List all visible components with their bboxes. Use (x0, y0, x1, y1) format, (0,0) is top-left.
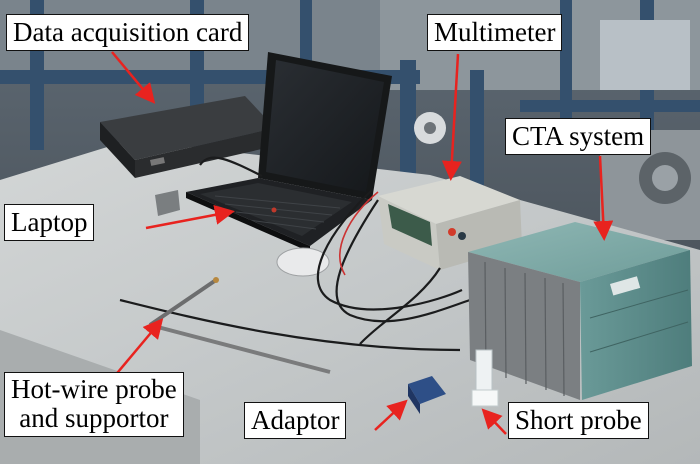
cta-system (468, 222, 692, 400)
usb-device (155, 190, 180, 216)
hot-wire-probe-and-support (148, 277, 331, 374)
label-multimeter: Multimeter (427, 14, 563, 52)
label-adaptor: Adaptor (244, 402, 347, 440)
window (600, 20, 690, 90)
label-hot-wire-probe: Hot-wire probe and supportor (4, 372, 184, 438)
mouse (276, 247, 330, 277)
label-short-probe: Short probe (508, 402, 649, 440)
label-data-acquisition-card: Data acquisition card (6, 14, 250, 52)
cables (119, 156, 471, 352)
data-acquisition-card (100, 96, 275, 178)
label-hot-wire-line1: Hot-wire probe (11, 374, 177, 404)
adaptor (408, 376, 446, 414)
label-laptop: Laptop (4, 204, 95, 242)
label-hot-wire-line2: and supportor (19, 403, 169, 434)
short-probe (471, 349, 499, 407)
label-cta-system: CTA system (505, 118, 652, 156)
multimeter (378, 176, 522, 270)
